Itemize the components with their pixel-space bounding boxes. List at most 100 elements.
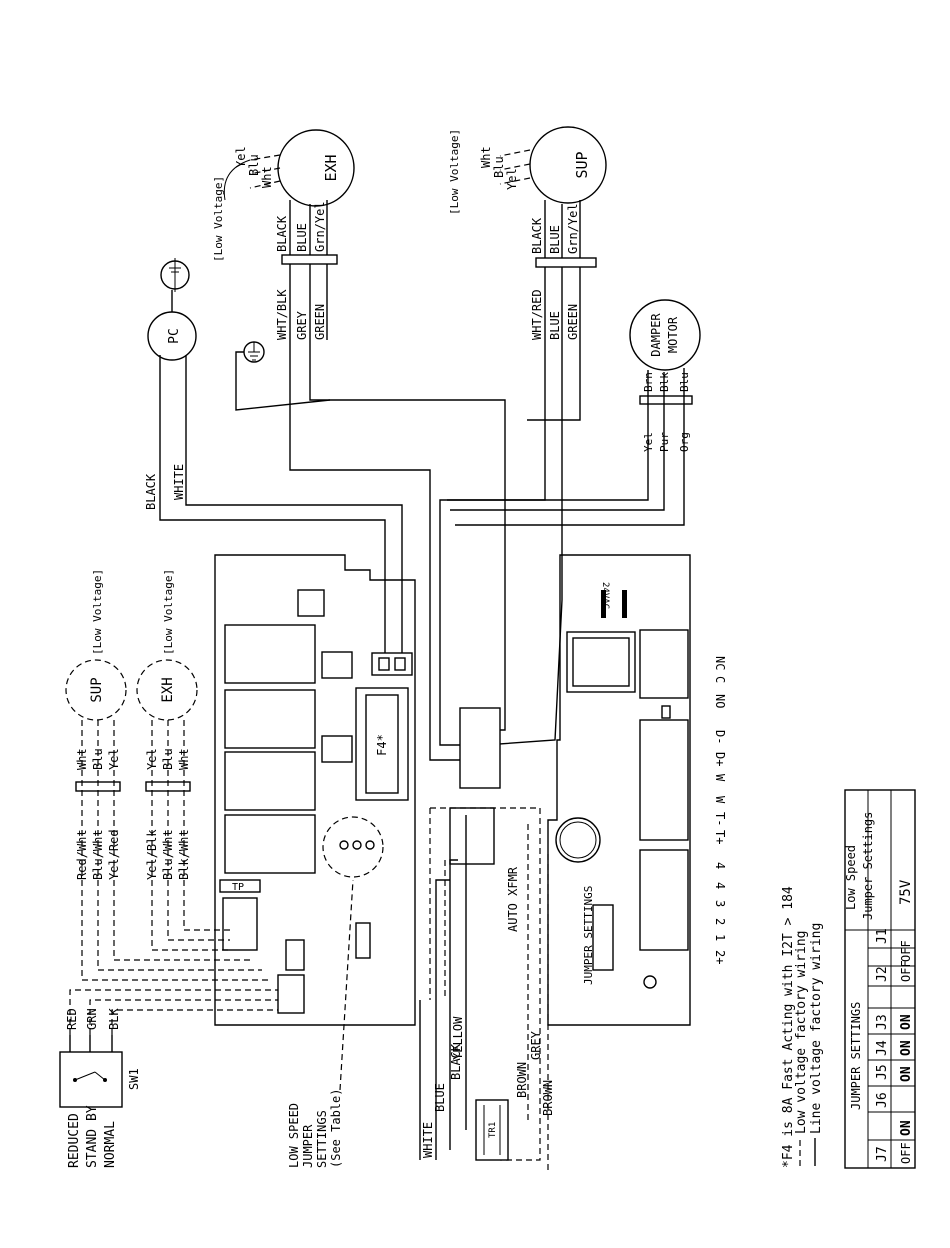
jumper-header-j3: J3	[875, 1014, 890, 1030]
transformer-tr1: TR1 WHITE BLUE BLACK YELLOW BROWN GREY B…	[419, 815, 555, 1170]
sup-wire-whtred: WHT/RED	[530, 289, 544, 340]
note-line-voltage: Line voltage factory wiring	[809, 923, 824, 1134]
sw-wire-grn: GRN	[85, 1008, 99, 1030]
jumper-low-speed-header-1: Low Speed	[844, 845, 858, 910]
tr-wire-white: WHITE	[421, 1122, 435, 1158]
terminal-2: 2	[713, 918, 727, 925]
exh-left-wire-bluwht: Blu/Wht	[161, 829, 175, 880]
jumper-value-j6: ON	[899, 1120, 914, 1136]
jumper-value-j2: OFF	[899, 960, 913, 982]
terminal-4a: 4	[713, 862, 727, 869]
exh-left-voltage-note: [Low Voltage]	[162, 569, 175, 655]
jumper-table-title: JUMPER SETTINGS	[849, 1002, 863, 1110]
callout-line-2: JUMPER	[301, 1124, 315, 1168]
callout-line-3: SETTINGS	[315, 1110, 329, 1168]
main-board: F4* TP	[214, 554, 416, 1026]
exh-left-lead-wht: Wht	[177, 748, 191, 770]
fuse-label: F4*	[375, 734, 389, 756]
jumper-value-j4: ON	[899, 1040, 914, 1056]
exh-wire-blue: BLUE	[295, 223, 309, 252]
damper-lead-brn: Brn	[642, 372, 655, 392]
tr-wire-black: BLACK	[449, 1043, 463, 1080]
jumper-header-j7: J7	[875, 1146, 890, 1162]
low-speed-callout: LOW SPEED JUMPER SETTINGS (See Table)	[287, 879, 354, 1168]
exh-wire-grnyel: Grn/Yel	[313, 201, 327, 252]
damper-label-2: MOTOR	[666, 316, 680, 353]
damper-motor: DAMPER MOTOR Brn Blk Blu Yel Pur Org	[447, 299, 701, 526]
power-cord-label: PC	[167, 328, 182, 344]
callout-line-1: LOW SPEED	[287, 1103, 301, 1168]
exh-motor-left: EXH [Low Voltage] Yel Blu Wht Yel/Blk Bl…	[136, 569, 230, 951]
low-speed-jumper-detail	[322, 816, 384, 878]
terminal-t-plus: T+	[713, 830, 727, 844]
sup-left-lead-blu: Blu	[91, 748, 105, 770]
sup-wire-green: GREEN	[566, 304, 580, 340]
sup-left-lead-wht: Wht	[75, 748, 89, 770]
sup-wire-grnyel: Grn/Yel	[566, 203, 580, 254]
sup-wire-black: BLACK	[530, 217, 544, 254]
terminal-t-minus: T-	[713, 812, 727, 826]
sup-top-voltage-note: [Low Voltage]	[448, 129, 461, 215]
relay-pin-no: NO	[713, 694, 727, 708]
exh-wire-green: GREEN	[313, 304, 327, 340]
sup-left-lead-yel: Yel	[107, 748, 121, 770]
sw-pos-standby: STAND BY	[85, 1105, 100, 1168]
relay-pin-c: C	[713, 676, 727, 683]
sup-lead-wht: Wht	[479, 146, 493, 168]
terminal-w1: W	[713, 774, 727, 782]
fuse-f4: F4*	[355, 687, 409, 801]
notes: *F4 is 8A Fast Acting with I2T > 184 Low…	[781, 886, 824, 1168]
relay-pin-nc: NC	[713, 656, 727, 670]
exh-lead-yel: Yel	[234, 146, 248, 168]
exh-lead-wht: Wht	[260, 166, 274, 188]
exh-left-lead-blu: Blu	[161, 748, 175, 770]
sup-left-wire-bluwht: Blu/Wht	[91, 829, 105, 880]
tp-label: TP	[232, 882, 244, 893]
auto-xfmr-label: AUTO XFMR	[506, 866, 520, 932]
terminal-d-plus: D+	[713, 752, 727, 766]
sup-left-wire-redwht: Red/Wht	[75, 829, 89, 880]
damper-wire-pur: Pur	[658, 432, 671, 452]
exh-motor-left-label: EXH	[160, 677, 176, 702]
sw-wire-blk: BLK	[107, 1008, 121, 1030]
sup-motor-top: SUP Wht Blu Yel [Low Voltage] BLACK BLUE…	[439, 126, 607, 746]
exh-left-lead-yel: Yel	[145, 748, 159, 770]
terminal-1: 1	[713, 934, 727, 941]
damper-lead-blk: Blk	[658, 372, 671, 392]
note-fuse: *F4 is 8A Fast Acting with I2T > 184	[781, 886, 796, 1168]
exh-lead-blu: Blu	[247, 154, 261, 176]
damper-lead-blu: Blu	[678, 372, 691, 392]
terminal-2plus: 2+	[713, 950, 727, 964]
sup-motor-left: SUP [Low Voltage] Wht Blu Yel Red/Wht Bl…	[65, 569, 270, 981]
connector-block: AUTO XFMR	[429, 707, 541, 1161]
ground-symbol-exh	[235, 341, 331, 411]
exh-motor-top: EXH Yel Blu Wht [Low Voltage] BLACK BLUE…	[212, 129, 506, 761]
tr-wire-grey: GREY	[529, 1030, 543, 1060]
jumper-table: JUMPER SETTINGS Low Speed Jumper Setting…	[844, 789, 916, 1169]
power-wire-white: WHITE	[172, 464, 186, 500]
jumper-value-j7: OFF	[899, 1142, 913, 1164]
damper-wire-yel: Yel	[642, 432, 655, 452]
switch-sw1: SW1 RED GRN BLK REDUCED STAND BY NORMAL	[59, 989, 278, 1168]
jumper-header-j5: J5	[875, 1064, 890, 1080]
sw1-label: SW1	[127, 1068, 141, 1090]
exh-wire-whtblk: WHT/BLK	[275, 289, 289, 340]
jumper-value-j5: ON	[899, 1066, 914, 1082]
exh-wire-grey: GREY	[295, 310, 309, 340]
damper-label-1: DAMPER	[649, 313, 663, 357]
jumper-header-j4: J4	[875, 1040, 890, 1056]
terminal-4b: 4	[713, 882, 727, 889]
callout-line-4: (See Table)	[329, 1089, 343, 1168]
jumper-header-j2: J2	[875, 966, 890, 982]
exh-motor-top-label: EXH	[322, 154, 340, 181]
jumper-result-75v: 75V	[898, 879, 914, 905]
power-wire-black: BLACK	[144, 473, 158, 510]
jumper-value-j3: ON	[899, 1014, 914, 1030]
sw-pos-normal: NORMAL	[103, 1121, 118, 1168]
exh-left-wire-blkwht: Blk/Wht	[177, 829, 191, 880]
exh-top-voltage-note: [Low Voltage]	[212, 176, 225, 262]
tr-wire-brown1: BROWN	[515, 1062, 529, 1098]
jumper-settings-label: JUMPER SETTINGS	[582, 886, 595, 985]
sup-lead-blu: Blu	[492, 156, 506, 178]
